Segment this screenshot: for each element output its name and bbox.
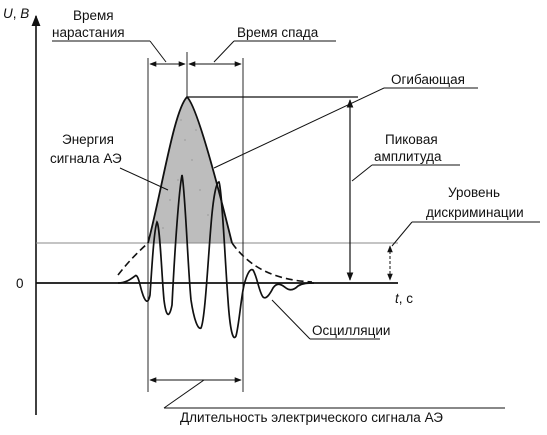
peak-amplitude-label-line2: амплитуда [374,149,442,164]
x-axis-label: t, c [395,291,413,306]
oscillation-waveform [117,174,315,339]
leader-envelope [213,87,385,169]
envelope-solid [147,95,233,243]
discrimination-label-line1: Уровень [448,185,500,200]
envelope-dashed [117,242,313,283]
oscillations-label: Осцилляции [312,323,390,338]
y-axis-label: U, B [3,6,29,21]
leader-energy [119,167,169,191]
leader-discrimination [391,221,413,247]
envelope-label: Огибающая [391,72,465,87]
rise-time-label-line1: Время [73,8,114,23]
rise-time-label-line2: нарастания [52,25,125,40]
leader-rise [149,40,167,63]
leader-duration [163,379,205,409]
peak-amplitude-label-line1: Пиковая [385,132,438,147]
energy-texture [162,119,209,229]
leader-fall [213,40,235,63]
fall-time-label: Время спада [237,25,319,40]
discrimination-label-line2: дискриминации [426,205,524,220]
leader-oscillations [271,299,311,340]
zero-label: 0 [16,276,24,291]
energy-label-line1: Энергия [62,132,114,147]
leader-peak [351,164,373,182]
energy-label-line2: сигнала АЭ [50,151,122,166]
energy-area [148,97,232,243]
duration-label: Длительность электрического сигнала АЭ [180,410,443,425]
